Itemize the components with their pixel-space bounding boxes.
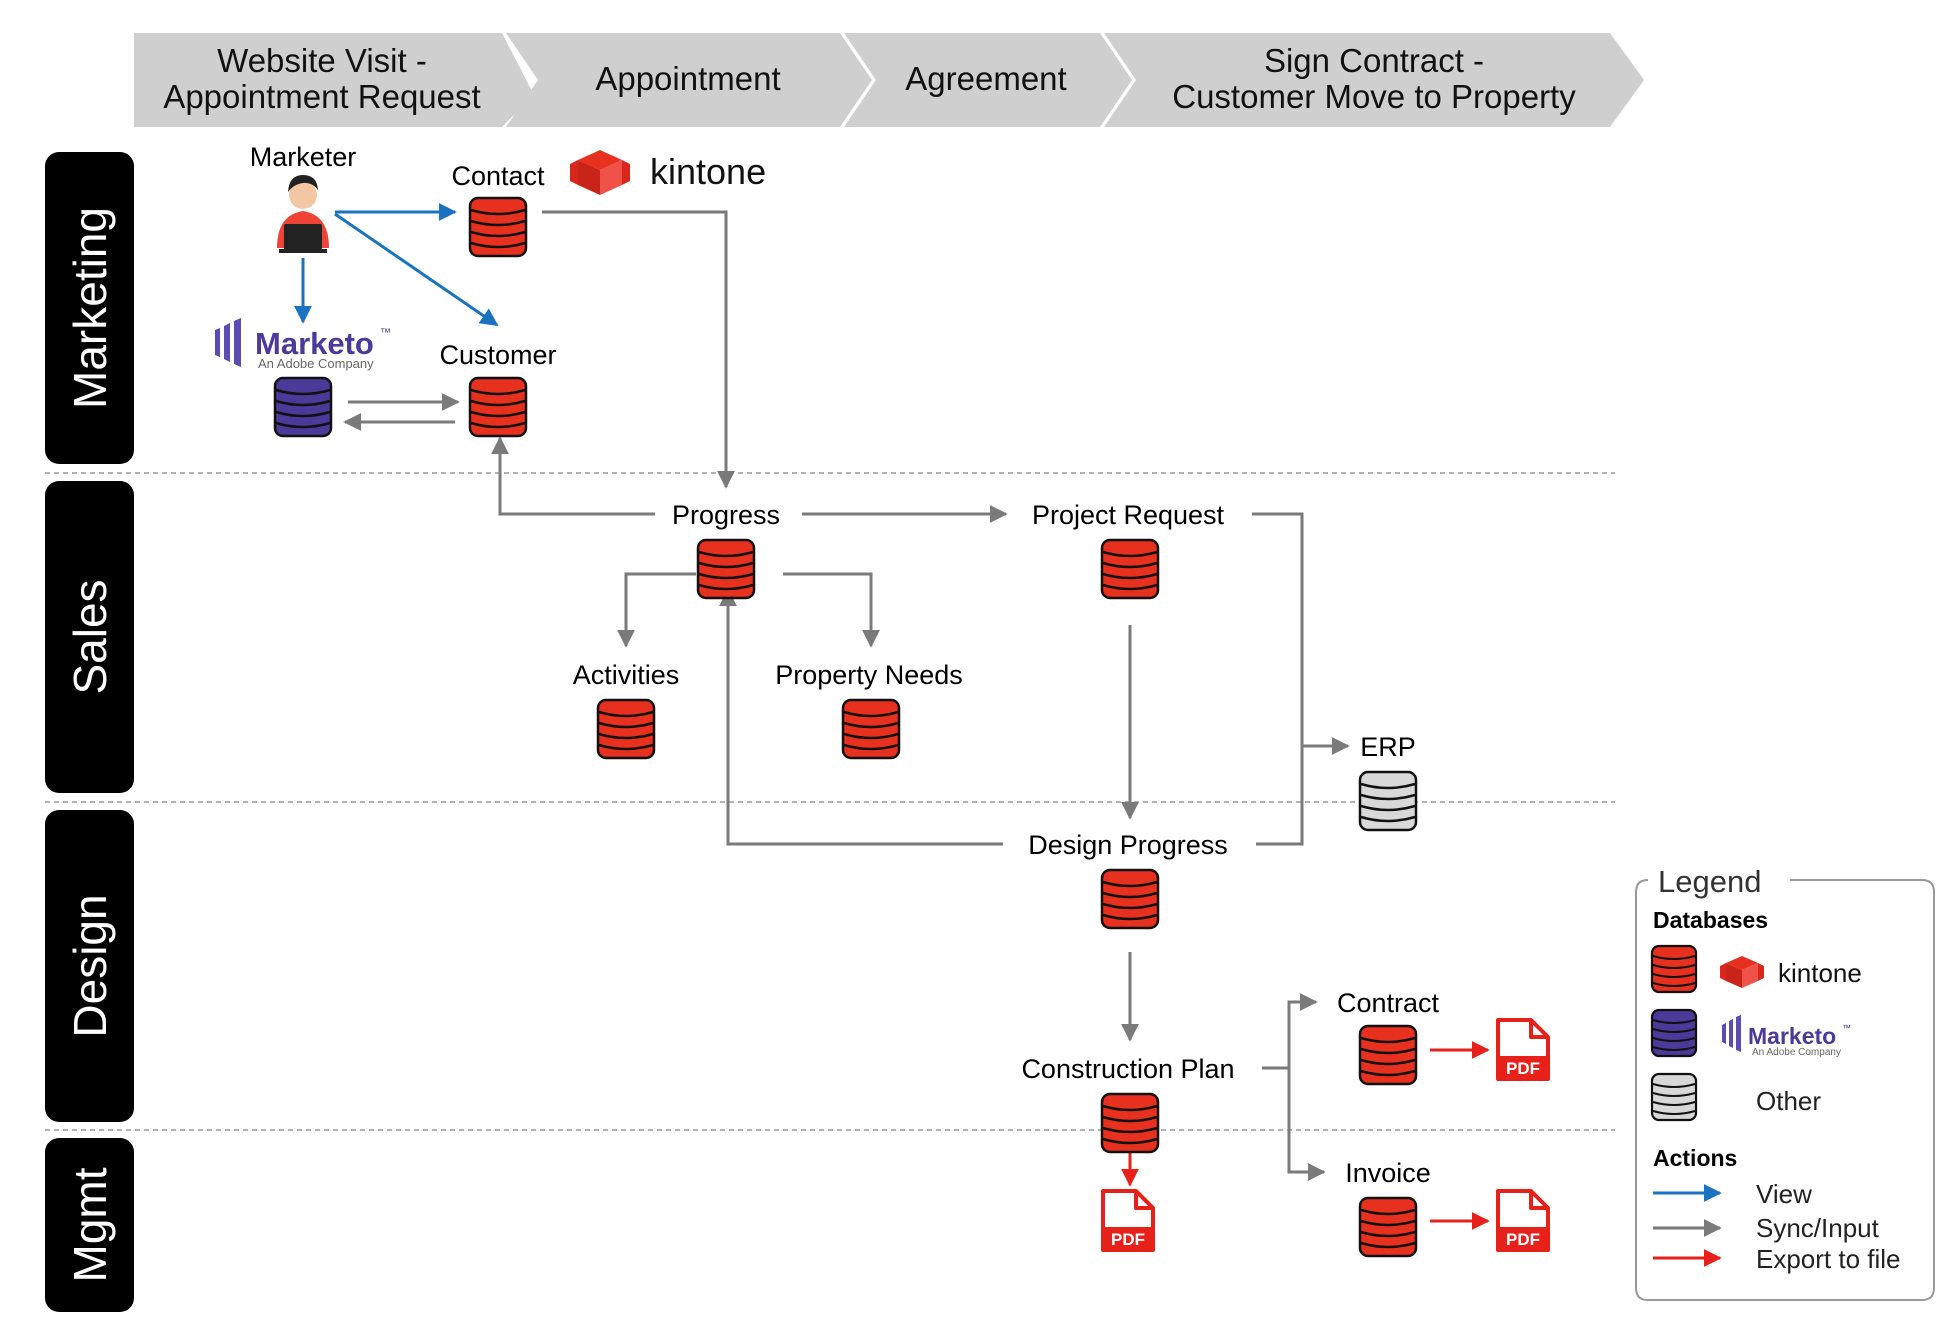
node-label-contract: Contract <box>1337 988 1440 1018</box>
legend-border <box>1635 879 1935 1301</box>
database-icon-customer <box>468 376 528 438</box>
phase-2-label: Appointment <box>595 60 780 97</box>
legend-other-label: Other <box>1756 1086 1821 1116</box>
database-icon-construction-plan <box>1100 1092 1160 1154</box>
swimlanes: Marketing Sales Design Mgmt <box>45 152 1615 1312</box>
database-icon-project-request <box>1100 538 1160 600</box>
marketo-tm: ™ <box>380 327 391 339</box>
sync-arrow <box>491 436 655 516</box>
phase-4-line2: Customer Move to Property <box>1172 78 1576 115</box>
legend-action-view: View <box>1756 1179 1812 1209</box>
database-icon-contract <box>1358 1024 1418 1086</box>
marketo-subtitle: An Adobe Company <box>258 356 374 371</box>
svg-text:™: ™ <box>1842 1023 1851 1033</box>
sync-arrow <box>617 572 696 648</box>
sync-arrow <box>1287 1068 1326 1181</box>
legend-databases-heading: Databases <box>1653 907 1768 933</box>
view-arrow <box>334 212 499 327</box>
legend-action-sync: Sync/Input <box>1756 1213 1880 1243</box>
sync-arrow <box>783 572 880 648</box>
marketo-logo: Marketo ™ An Adobe Company <box>215 318 391 371</box>
lane-marketing <box>45 152 134 464</box>
node-label-design-progress: Design Progress <box>1028 830 1228 860</box>
kintone-logo <box>570 150 630 195</box>
legend-marketo-logo: Marketo ™ An Adobe Company <box>1722 1015 1851 1058</box>
node-label-erp: ERP <box>1360 732 1416 762</box>
sync-arrow <box>1262 993 1318 1070</box>
phase-chevron-4 <box>1104 33 1644 127</box>
legend-title: Legend <box>1658 864 1761 899</box>
sync-arrow <box>1252 512 1304 846</box>
sync-arrow <box>719 588 1003 846</box>
svg-text:PDF: PDF <box>1111 1230 1145 1249</box>
database-icon-invoice <box>1358 1196 1418 1258</box>
lane-mgmt <box>45 1138 134 1312</box>
database-icon-progress <box>696 538 756 600</box>
phase-chevron-3 <box>844 33 1132 127</box>
pdf-file-icon: PDF <box>1101 1189 1155 1252</box>
node-label-project-request: Project Request <box>1032 500 1225 530</box>
node-label-property-needs: Property Needs <box>775 660 963 690</box>
legend-kintone-logo <box>1720 956 1764 988</box>
phase-header: Website Visit - Appointment Request Appo… <box>134 33 1644 127</box>
svg-text:Marketo: Marketo <box>1748 1023 1836 1049</box>
pdf-file-icon: PDF <box>1496 1189 1550 1252</box>
marketo-wordmark: Marketo <box>255 326 374 361</box>
lane-design-label: Design <box>64 894 116 1037</box>
database-icon-property-needs <box>841 698 901 760</box>
lane-design <box>45 810 134 1122</box>
legend-db-other-icon <box>1650 1072 1698 1122</box>
kintone-wordmark: kintone <box>650 151 766 192</box>
phase-chevron-2 <box>506 33 872 127</box>
marketer-person-icon <box>277 175 329 253</box>
legend-action-export: Export to file <box>1756 1244 1901 1274</box>
marketer-label: Marketer <box>250 142 357 172</box>
phase-4-line1: Sign Contract - <box>1264 42 1484 79</box>
sync-arrow <box>542 210 735 489</box>
phase-chevron-1 <box>134 33 534 127</box>
database-icon-marketo <box>273 376 333 438</box>
pdf-file-icon: PDF <box>1496 1018 1550 1081</box>
svg-text:PDF: PDF <box>1506 1230 1540 1249</box>
lane-sales <box>45 481 134 793</box>
svg-text:PDF: PDF <box>1506 1059 1540 1078</box>
phase-1-line2: Appointment Request <box>163 78 480 115</box>
node-label-activities: Activities <box>573 660 680 690</box>
lane-marketing-label: Marketing <box>64 207 116 409</box>
database-icon-design-progress <box>1100 868 1160 930</box>
legend-db-kintone-icon <box>1650 944 1698 994</box>
legend-actions-heading: Actions <box>1653 1145 1737 1171</box>
svg-text:An Adobe Company: An Adobe Company <box>1752 1047 1841 1058</box>
phase-1-line1: Website Visit - <box>217 42 427 79</box>
legend: Legend Databases kintone Marketo ™ An Ad… <box>1635 864 1935 1301</box>
node-label-invoice: Invoice <box>1345 1158 1431 1188</box>
database-icon-contact <box>468 196 528 258</box>
legend-kintone-wordmark: kintone <box>1778 958 1862 988</box>
database-icon-erp <box>1358 770 1418 832</box>
node-label-customer: Customer <box>439 340 556 370</box>
lane-mgmt-label: Mgmt <box>64 1167 116 1282</box>
database-icon-activities <box>596 698 656 760</box>
node-label-progress: Progress <box>672 500 780 530</box>
lane-sales-label: Sales <box>64 579 116 694</box>
legend-db-marketo-icon <box>1650 1008 1698 1058</box>
node-label-construction-plan: Construction Plan <box>1021 1054 1234 1084</box>
connectors <box>294 203 1490 1230</box>
node-label-contact: Contact <box>451 161 545 191</box>
phase-3-label: Agreement <box>905 60 1066 97</box>
